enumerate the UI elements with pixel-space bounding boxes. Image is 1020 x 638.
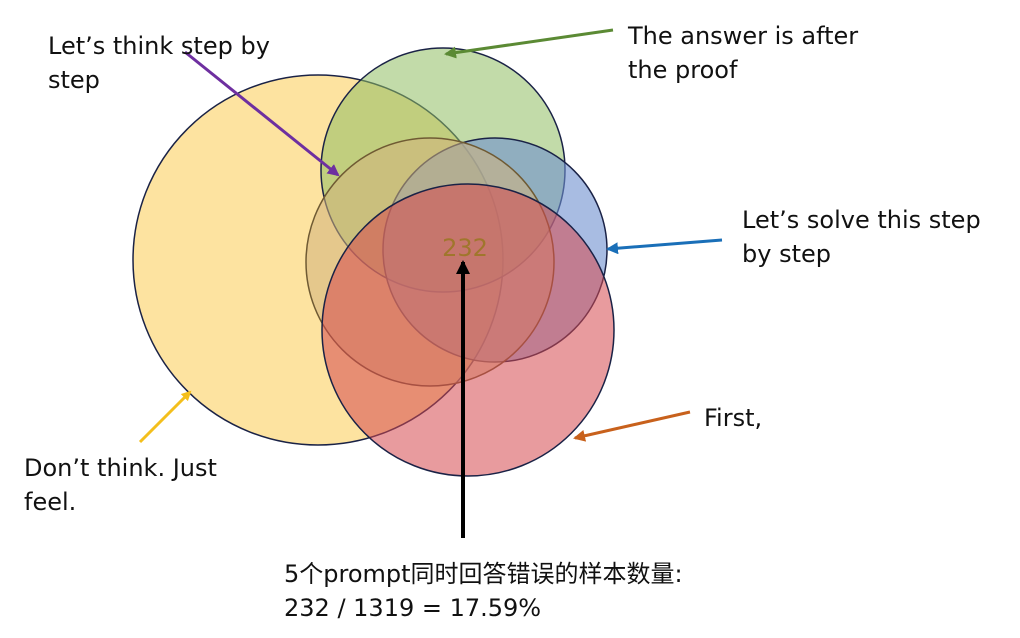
arrow-think-step <box>184 50 340 177</box>
label-solve-step: Let’s solve this step by step <box>742 206 988 268</box>
label-answer-line-1: The answer is after <box>627 22 858 50</box>
label-think-step-line-1: Let’s think step by <box>48 32 270 60</box>
arrow-solve-step <box>606 238 723 255</box>
label-think-step: Let’s think step by step <box>48 32 278 94</box>
arrow-dont-think <box>138 390 192 444</box>
caption: 5个prompt同时回答错误的样本数量: 232 / 1319 = 17.59% <box>284 560 690 622</box>
label-answer-line-2: the proof <box>628 56 738 84</box>
center-count: 232 <box>442 234 488 262</box>
caption-line-2: 232 / 1319 = 17.59% <box>284 594 541 622</box>
label-first-line-1: First, <box>704 404 762 432</box>
label-dont-think-line-2: feel. <box>24 488 76 516</box>
label-dont-think: Don’t think. Just feel. <box>24 454 225 516</box>
label-think-step-line-2: step <box>48 66 100 94</box>
arrow-answer-after-proof <box>444 28 614 59</box>
label-solve-line-1: Let’s solve this step <box>742 206 981 234</box>
label-answer-after-proof: The answer is after the proof <box>627 22 866 84</box>
label-first: First, <box>704 404 762 432</box>
arrow-first <box>573 410 691 442</box>
caption-line-1: 5个prompt同时回答错误的样本数量: <box>284 560 683 588</box>
set-circle-first <box>321 183 615 477</box>
label-solve-line-2: by step <box>742 240 831 268</box>
label-dont-think-line-1: Don’t think. Just <box>24 454 217 482</box>
